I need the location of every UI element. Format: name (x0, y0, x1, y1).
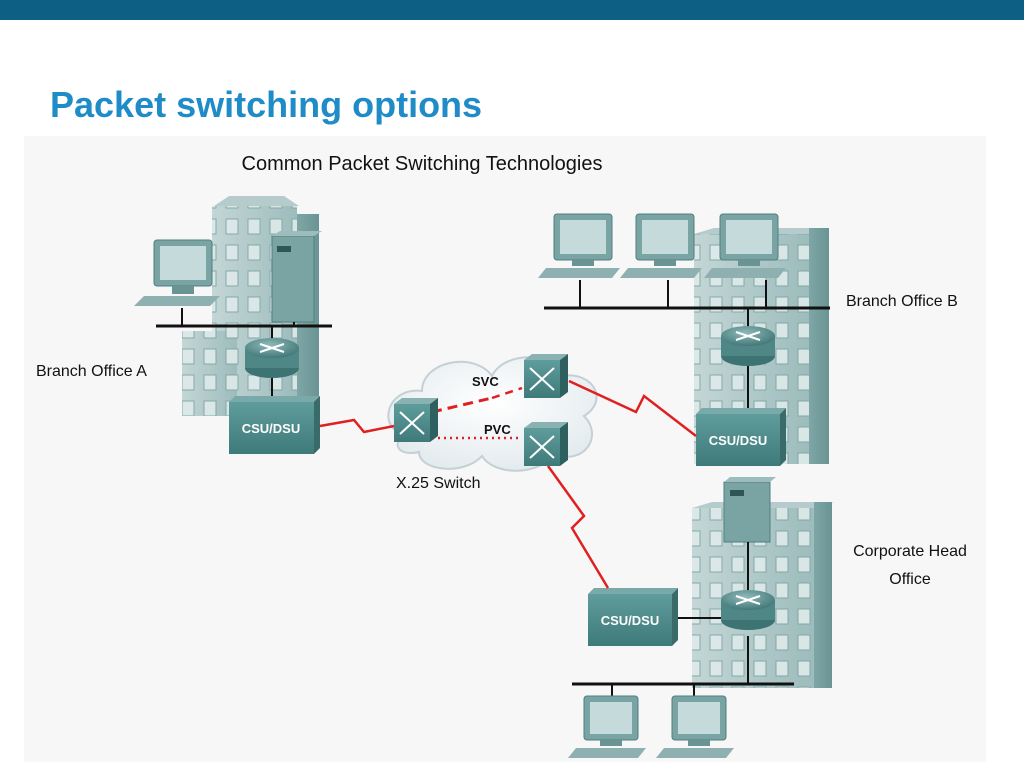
branch-b-pc-3 (704, 213, 786, 278)
link-switch-to-branch-b (568, 379, 697, 437)
x25-switch-top (524, 354, 568, 398)
link-branch-a-to-switch (319, 418, 395, 434)
x25-switch-label: X.25 Switch (396, 475, 480, 492)
hq-pc-1 (568, 695, 646, 758)
network-diagram: Common Packet Switching Technologies (36, 153, 967, 758)
branch-a-server (271, 231, 322, 323)
corporate-head-office-label-2: Office (889, 571, 931, 588)
svc-label: SVC (472, 374, 499, 389)
branch-a-router-icon (245, 338, 299, 378)
branch-office-b-label: Branch Office B (846, 293, 958, 310)
pvc-label: PVC (484, 422, 511, 437)
branch-office-a-label: Branch Office A (36, 363, 147, 380)
branch-b-pc-2 (620, 213, 702, 278)
hq-server (723, 477, 776, 543)
branch-a-pc-1 (134, 239, 220, 306)
csu-dsu-a-label: CSU/DSU (242, 421, 301, 436)
svc-virtual-circuit (431, 396, 493, 414)
wan-links (319, 379, 697, 589)
hq-router-icon (721, 590, 775, 630)
link-switch-to-hq (546, 465, 610, 589)
branch-b-router-icon (721, 326, 775, 366)
diagram-panel: Common Packet Switching Technologies (24, 136, 986, 762)
diagram-title: Common Packet Switching Technologies (242, 153, 603, 175)
csu-dsu-hq: CSU/DSU (588, 588, 678, 646)
csu-dsu-b-label: CSU/DSU (709, 433, 768, 448)
svc-virtual-circuit-2 (491, 386, 523, 400)
csu-dsu-a: CSU/DSU (229, 396, 320, 454)
branch-office-a-building (182, 196, 319, 416)
x25-switch-left (394, 398, 438, 442)
hq-lan (572, 542, 794, 702)
branch-b-pc-1 (538, 213, 620, 278)
hq-pc-2 (656, 695, 734, 758)
slide-title: Packet switching options (50, 84, 483, 125)
csu-dsu-hq-label: CSU/DSU (601, 613, 660, 628)
top-bar (0, 0, 1024, 20)
branch-b-lan (544, 280, 830, 408)
csu-dsu-b: CSU/DSU (696, 408, 786, 466)
corporate-head-office-label-1: Corporate Head (853, 543, 967, 560)
x25-switch-bottom (524, 422, 568, 466)
